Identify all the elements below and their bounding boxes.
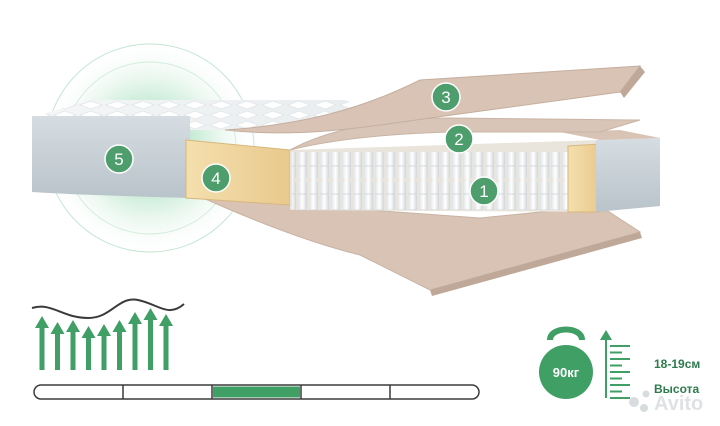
svg-text:1: 1 <box>479 182 488 201</box>
svg-text:3: 3 <box>441 88 450 107</box>
layer-badge-2: 2 <box>444 124 474 154</box>
foam-block-right <box>567 143 601 213</box>
height-label: Высота <box>654 382 700 396</box>
svg-text:4: 4 <box>211 169 220 188</box>
support-arrow-icon <box>50 322 65 370</box>
support-arrow-icon <box>81 326 96 370</box>
svg-text:5: 5 <box>114 150 123 169</box>
bottom-felt-layer <box>189 191 642 291</box>
support-arrow-icon <box>66 320 80 370</box>
support-arrow-icon <box>97 324 111 370</box>
foam-block-left <box>185 139 291 206</box>
height-ruler-icon <box>600 330 630 399</box>
layer-badge-5: 5 <box>104 144 134 174</box>
top-felt-edge <box>620 66 645 98</box>
layer-badge-3: 3 <box>431 82 461 112</box>
support-arrow-icon <box>128 312 142 370</box>
svg-text:Avito: Avito <box>654 393 703 415</box>
support-arrow-icon <box>159 314 173 370</box>
pocket-springs <box>292 152 597 210</box>
weight-kettlebell-icon: 90кг <box>539 326 593 399</box>
layer-badge-1: 1 <box>469 176 499 206</box>
support-arrow-icon <box>35 316 49 370</box>
middle-felt-layer <box>289 117 641 151</box>
layer-badge-4: 4 <box>201 163 231 193</box>
support-wave-icon <box>31 298 185 320</box>
mattress-cover-right <box>596 138 660 212</box>
height-value: 18-19см <box>654 357 701 371</box>
support-arrow-icon <box>143 308 158 370</box>
weight-label: 90кг <box>553 365 580 380</box>
avito-watermark: Avito <box>629 390 703 415</box>
firmness-active-segment <box>213 386 300 398</box>
bottom-felt-edge <box>430 232 642 296</box>
firmness-scale <box>33 384 480 400</box>
support-arrows-icon <box>35 308 173 370</box>
svg-text:2: 2 <box>454 130 463 149</box>
support-arrow-icon <box>112 320 127 370</box>
